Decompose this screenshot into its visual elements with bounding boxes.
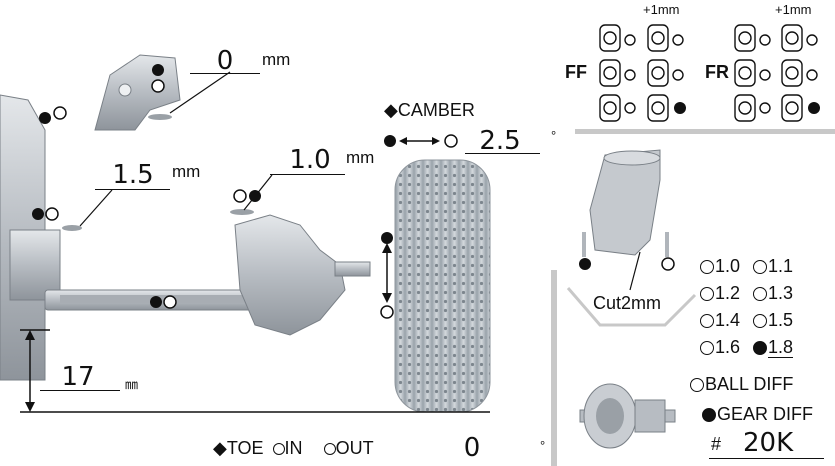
spring-options: 1.0 1.1 1.2 1.3 1.4 1.5 1.6 1.8 — [700, 256, 835, 368]
spring-radio-1-8[interactable] — [753, 341, 768, 356]
spring-option-1-1: 1.1 — [768, 256, 794, 276]
spring-option-1-8: 1.8 — [768, 337, 794, 358]
ff-block-grid — [599, 24, 684, 122]
ff-label: FF — [565, 62, 587, 82]
diff-oil-value: 20K — [743, 428, 794, 458]
toe-label: ◆TOE IN OUT — [213, 438, 374, 459]
spring-option-1-4: 1.4 — [715, 310, 741, 330]
upper-link-mount — [94, 54, 181, 131]
upper-link-unit: mm — [262, 50, 291, 69]
front-link-unit: mm — [172, 162, 201, 181]
divider-top — [575, 129, 835, 134]
camber-unit: ° — [551, 128, 557, 143]
suspension-illustration — [0, 54, 491, 413]
diff-oil: # 20K — [709, 428, 829, 460]
diff-illustration — [579, 383, 676, 449]
spring-option-1-3: 1.3 — [768, 283, 794, 303]
spring-radio-1-4[interactable] — [700, 314, 714, 329]
ride-height-value: 17 — [61, 362, 95, 392]
spring-radio-1-5[interactable] — [753, 314, 768, 329]
gear-diff-label: GEAR DIFF — [717, 404, 814, 424]
spring-option-1-5: 1.5 — [768, 310, 794, 330]
front-link-value: 1.5 — [112, 160, 154, 190]
camber-label: ◆CAMBER — [384, 100, 475, 120]
divider-vertical — [551, 270, 557, 466]
toe-unit: ° — [540, 438, 546, 453]
hub-illustration — [566, 149, 697, 327]
ride-height-unit: ㎜ — [125, 377, 139, 392]
spring-radio-1-3[interactable] — [753, 287, 768, 302]
ball-diff-radio[interactable] — [690, 378, 704, 393]
toe-out-label: OUT — [335, 438, 374, 458]
toe-title: ◆TOE — [213, 438, 264, 458]
tire — [394, 159, 491, 413]
spring-radio-1-6[interactable] — [700, 341, 714, 356]
spring-option-1-6: 1.6 — [715, 337, 741, 357]
fr-label: FR — [705, 62, 729, 82]
plus-label-2: +1mm — [775, 2, 812, 17]
spring-option-1-2: 1.2 — [715, 283, 741, 303]
toe-out-radio[interactable] — [323, 443, 336, 456]
hub-spacer-unit: mm — [346, 148, 375, 167]
diff-oil-prefix: # — [711, 434, 722, 454]
upper-link-value: 0 — [216, 46, 234, 76]
spring-radio-1-1[interactable] — [753, 260, 768, 275]
fr-block-grid — [734, 24, 818, 122]
hub-spacer-value: 1.0 — [289, 145, 331, 175]
chassis-bulkhead — [0, 94, 61, 381]
toe-value: 0 — [463, 433, 481, 463]
hub-note: Cut2mm — [593, 293, 662, 314]
toe-in-label: IN — [284, 438, 303, 458]
toe-in-radio[interactable] — [272, 443, 285, 456]
gear-diff-radio[interactable] — [702, 408, 716, 423]
plus-label-1: +1mm — [643, 2, 680, 17]
spring-radio-1-0[interactable] — [700, 260, 714, 275]
diff-options: BALL DIFF GEAR DIFF — [690, 374, 835, 466]
spring-option-1-0: 1.0 — [715, 256, 741, 276]
hub-carrier — [62, 209, 371, 336]
spring-radio-1-2[interactable] — [700, 287, 714, 302]
ball-diff-label: BALL DIFF — [705, 374, 794, 394]
suspension-blocks: +1mm +1mm FF FR — [560, 0, 835, 135]
camber-value: 2.5 — [479, 126, 521, 156]
